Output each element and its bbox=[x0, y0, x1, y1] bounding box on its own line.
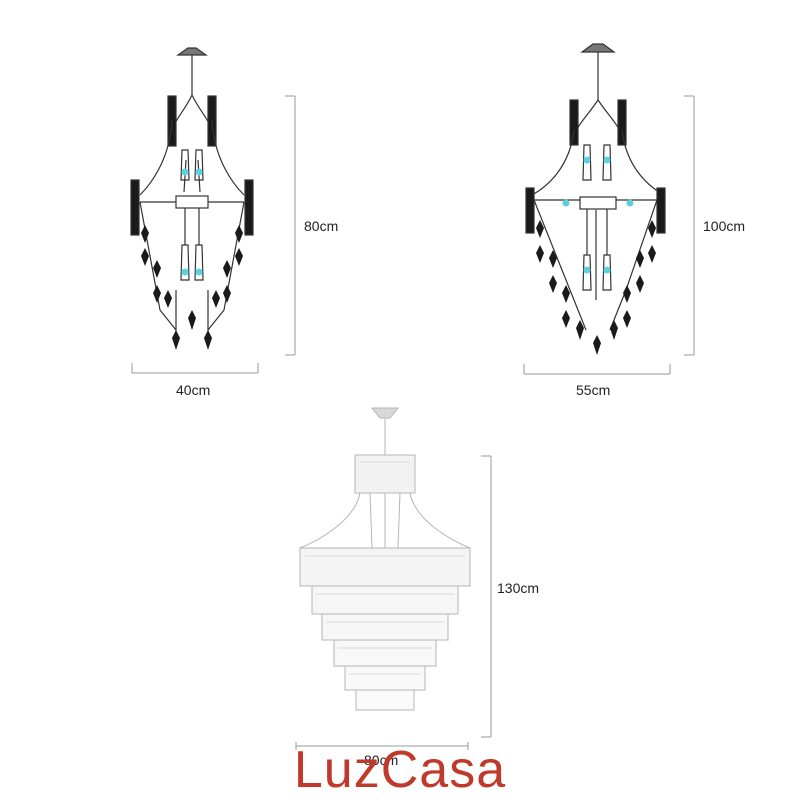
width-label-medium: 55cm bbox=[576, 382, 611, 398]
dimension-lines-small bbox=[131, 95, 296, 374]
chandelier-medium-drops bbox=[536, 220, 656, 355]
dimension-lines-large bbox=[295, 455, 492, 750]
chandelier-small-bulbs bbox=[181, 168, 203, 276]
brand-logo: LuzCasa bbox=[293, 741, 507, 799]
width-label-small: 40cm bbox=[176, 382, 211, 398]
height-label-large: 130cm bbox=[497, 580, 540, 596]
width-label-large: 80cm bbox=[364, 752, 399, 768]
chandelier-small-black bbox=[130, 47, 254, 340]
chandelier-large-tier-details bbox=[305, 461, 465, 675]
chandelier-medium-black bbox=[525, 43, 666, 331]
chandelier-large-clear bbox=[299, 407, 471, 711]
dimension-lines-medium bbox=[523, 95, 695, 375]
height-label-medium: 100cm bbox=[703, 218, 746, 234]
height-label-small: 80cm bbox=[304, 218, 339, 234]
chandelier-medium-bulbs bbox=[562, 156, 634, 274]
chandelier-small-drops bbox=[141, 225, 243, 350]
